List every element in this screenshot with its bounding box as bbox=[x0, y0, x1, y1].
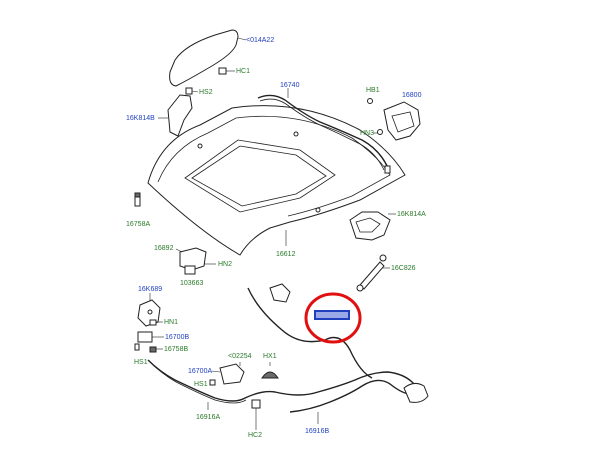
label-103663: 103663 bbox=[180, 280, 203, 287]
label-hc1: HC1 bbox=[236, 68, 250, 75]
hood-seal[interactable] bbox=[257, 94, 391, 174]
clip-hc1[interactable] bbox=[218, 67, 227, 75]
label-16800: 16800 bbox=[402, 92, 422, 99]
label-hx1: HX1 bbox=[263, 353, 277, 360]
label-16612: 16612 bbox=[276, 251, 296, 258]
label-16700b: 16700B bbox=[165, 334, 189, 341]
nut-hn1[interactable] bbox=[149, 319, 157, 326]
grommet-hx1[interactable] bbox=[261, 362, 279, 379]
label-hb1: HB1 bbox=[366, 87, 380, 94]
label-hn3: HN3 bbox=[360, 130, 374, 137]
label-16k814a: 16K814A bbox=[397, 211, 426, 218]
label-16758b: 16758B bbox=[164, 346, 188, 353]
label-16916a: 16916A bbox=[196, 414, 220, 421]
label-16k689: 16K689 bbox=[138, 286, 162, 293]
label-hc2: HC2 bbox=[248, 432, 262, 439]
hood-insulator[interactable] bbox=[169, 29, 239, 87]
label-hs1-bottom: HS1 bbox=[194, 381, 208, 388]
label-16700a: 16700A bbox=[188, 368, 212, 375]
bracket-16700b[interactable] bbox=[137, 331, 153, 343]
label-16740: 16740 bbox=[280, 82, 300, 89]
hood-latch[interactable] bbox=[179, 247, 207, 275]
bracket-16700a[interactable] bbox=[219, 363, 245, 385]
label-16c826: 16C826 bbox=[391, 265, 416, 272]
label-16916b: 16916B bbox=[305, 428, 329, 435]
release-cable-b[interactable] bbox=[247, 283, 429, 413]
label-16892: 16892 bbox=[154, 245, 174, 252]
hinge-bracket-a[interactable] bbox=[349, 211, 391, 241]
label-hs1-top: HS1 bbox=[134, 359, 148, 366]
label-hn2: HN2 bbox=[218, 261, 232, 268]
label-hs2: HS2 bbox=[199, 89, 213, 96]
screw-hs1-bottom[interactable] bbox=[209, 379, 216, 386]
bump-stop-b[interactable] bbox=[149, 346, 157, 353]
gas-strut[interactable] bbox=[356, 254, 387, 292]
clip-hc2[interactable] bbox=[251, 399, 261, 430]
label-014a22: <014A22 bbox=[246, 37, 274, 44]
label-16758a: 16758A bbox=[126, 221, 150, 228]
label-16k814b: 16K814B bbox=[126, 115, 155, 122]
label-02254: <02254 bbox=[228, 353, 252, 360]
left-hinge[interactable] bbox=[167, 87, 193, 137]
screw-hs1-top[interactable] bbox=[134, 343, 140, 351]
hood-panel[interactable] bbox=[147, 105, 406, 256]
bump-stop-a[interactable] bbox=[134, 192, 141, 207]
release-cable-a[interactable] bbox=[147, 359, 415, 404]
right-hinge[interactable] bbox=[367, 98, 421, 141]
label-hn1: HN1 bbox=[164, 319, 178, 326]
highlight-callout[interactable] bbox=[304, 292, 362, 344]
